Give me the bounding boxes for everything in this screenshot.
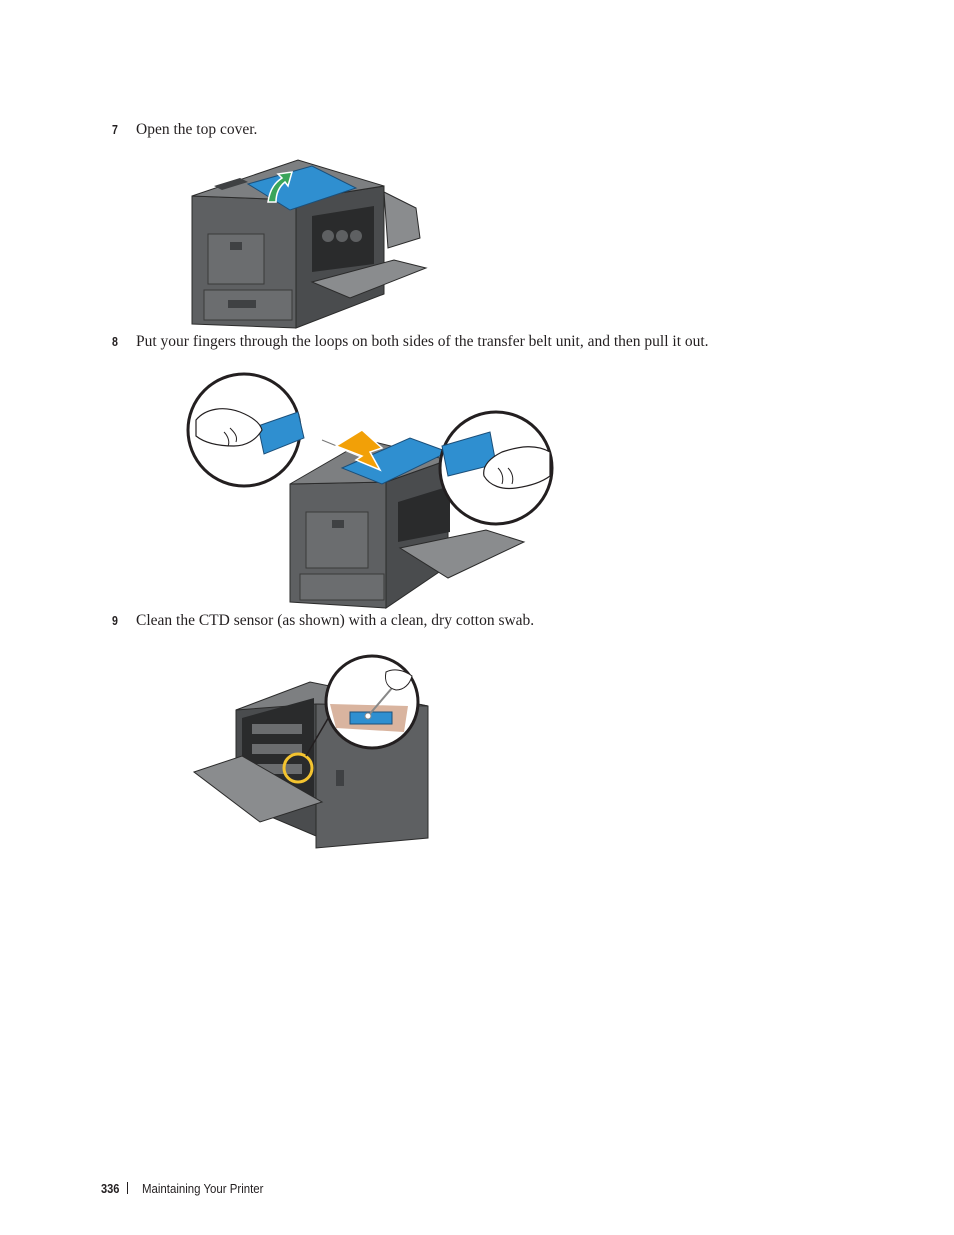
step-number: 9 (112, 614, 118, 628)
page-footer: 336 Maintaining Your Printer (101, 1180, 280, 1198)
step-text: Open the top cover. (136, 121, 258, 138)
transfer-belt-removal-illustration (186, 372, 554, 609)
ctd-sensor-cleaning-illustration (192, 654, 429, 849)
step-text: Clean the CTD sensor (as shown) with a c… (136, 612, 535, 629)
step-number: 8 (112, 335, 118, 349)
step-number: 7 (112, 123, 118, 137)
step-text: Put your fingers through the loops on bo… (136, 333, 709, 350)
printer-top-cover-illustration (191, 159, 428, 329)
page-number: 336 (101, 1181, 120, 1196)
section-title: Maintaining Your Printer (141, 1181, 264, 1196)
step-7: 7 Open the top cover. (112, 120, 257, 140)
step-8: 8 Put your fingers through the loops on b… (112, 332, 709, 352)
footer-divider (126, 1182, 128, 1194)
step-9: 9 Clean the CTD sensor (as shown) with a … (112, 611, 534, 631)
